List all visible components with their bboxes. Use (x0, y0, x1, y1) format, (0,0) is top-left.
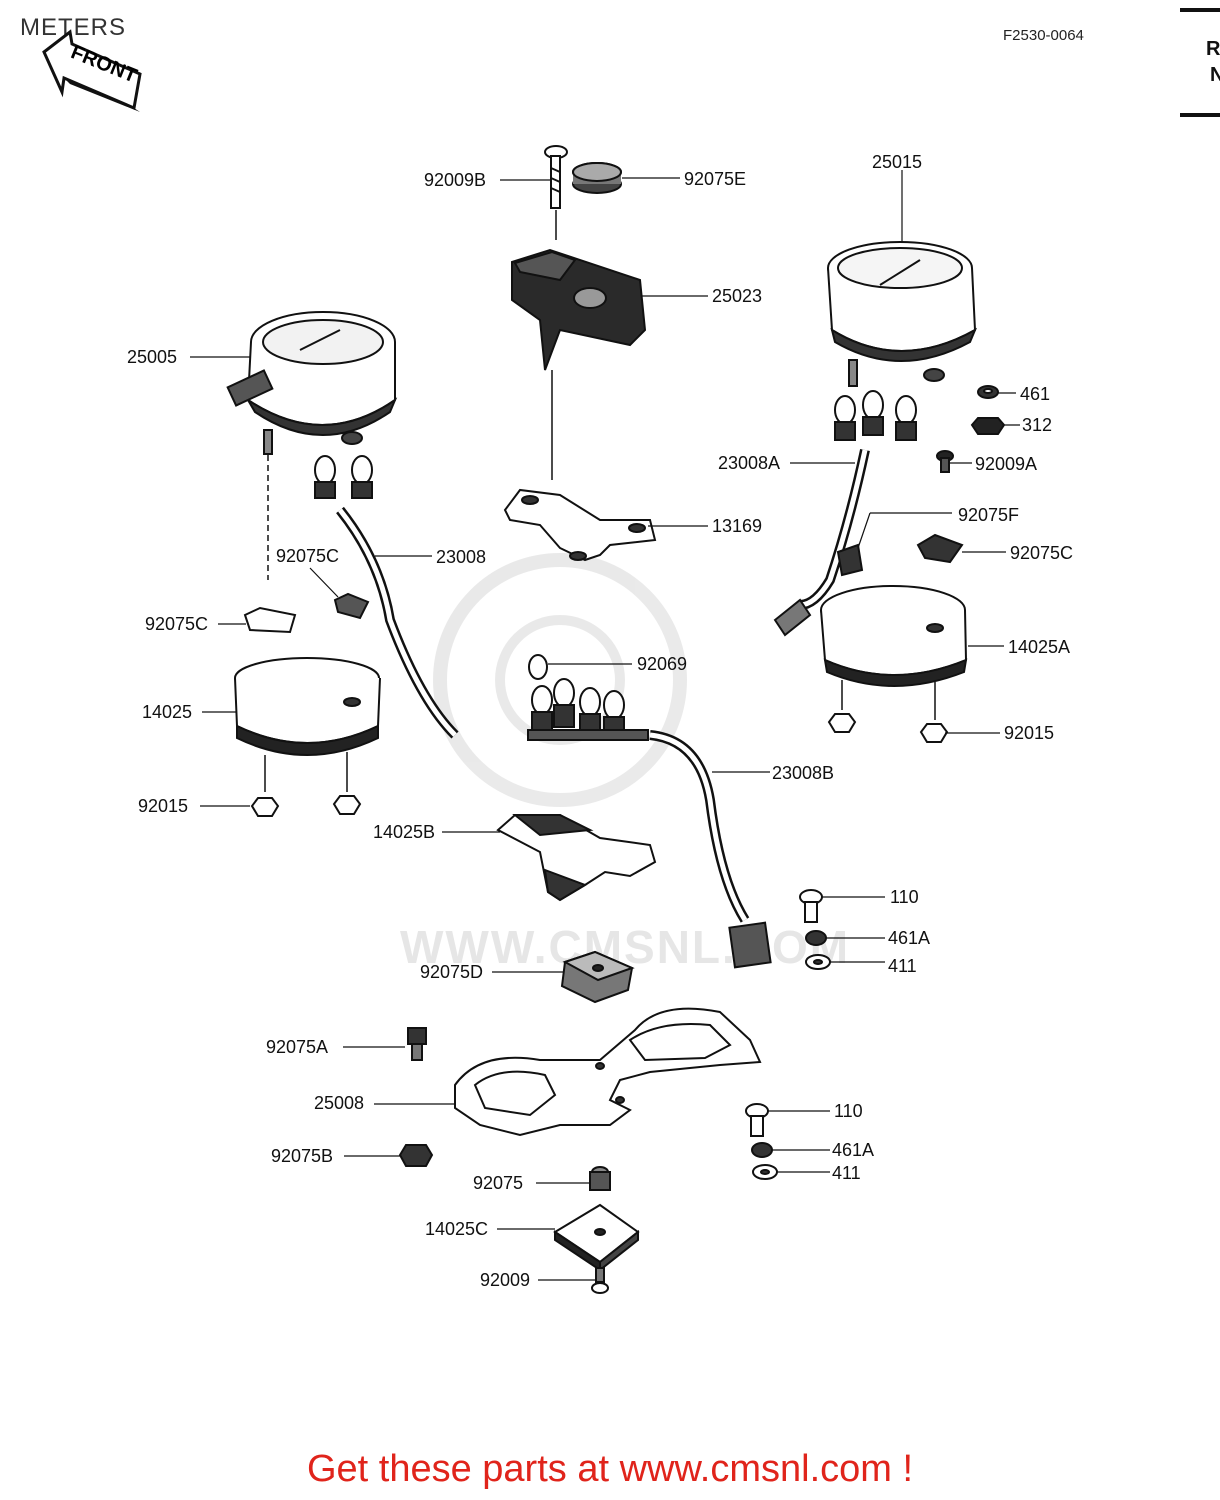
nut-312 (970, 417, 1006, 435)
part-label: 14025 (142, 702, 193, 722)
diagram-title: METERS (20, 14, 127, 41)
part-label: 14025A (1008, 637, 1071, 657)
part-label: 92015 (1004, 723, 1055, 743)
part-label: 13169 (712, 516, 763, 536)
part-label: 411 (888, 956, 917, 976)
figure-code: F2530-0064 (1003, 27, 1084, 44)
side-column-letter-r: R (1206, 38, 1220, 60)
side-column-rule-top (1180, 8, 1220, 12)
grommet-92075e (572, 162, 622, 194)
part-label: 23008 (436, 547, 487, 567)
part-label: 25015 (872, 152, 923, 172)
tachometer-25015 (827, 241, 978, 387)
cushion-92075c-left (243, 592, 370, 634)
meter-case-14025a (820, 585, 968, 687)
part-label: 14025B (373, 822, 436, 842)
part-label: 23008A (718, 453, 781, 473)
washer-461a-upper (805, 930, 827, 946)
plate-14025c (553, 1203, 640, 1273)
meter-bracket-25008 (454, 1007, 762, 1137)
grommet-92075b (398, 1144, 434, 1167)
part-label: 14025C (425, 1219, 489, 1239)
indicator-bulbs-92069 (527, 654, 649, 741)
part-label: 92075A (266, 1037, 329, 1057)
bolt-110-upper (799, 889, 823, 923)
cushion-92075d (560, 950, 635, 1004)
part-label: 312 (1022, 415, 1053, 435)
footer-link[interactable]: Get these parts at www.cmsnl.com ! (306, 1448, 914, 1490)
meter-case-14025 (234, 657, 381, 756)
part-label: 461A (888, 928, 931, 948)
side-column-letter-n: N (1210, 64, 1220, 86)
washer-411-lower (752, 1164, 778, 1180)
bracket-14025b (496, 814, 657, 902)
part-label: 92075 (473, 1173, 524, 1193)
part-label: 92009B (424, 170, 487, 190)
side-column-rule-bottom (1180, 113, 1220, 117)
washer-411-upper (805, 954, 831, 970)
cushion-92075f (836, 543, 864, 577)
cushion-92075c-right (916, 533, 964, 564)
part-label: 92009 (480, 1270, 531, 1290)
front-arrow-icon: FRONT (42, 29, 142, 112)
part-label: 25023 (712, 286, 763, 306)
part-label: 92015 (138, 796, 189, 816)
screw-92009b (544, 145, 568, 209)
wiring-harness-23008a (773, 390, 917, 637)
part-label: 92075C (276, 546, 340, 566)
part-label: 92075B (271, 1146, 334, 1166)
part-label: 92075C (1010, 543, 1074, 563)
bolt-110-lower (745, 1103, 769, 1137)
washer-461 (977, 385, 999, 399)
leader-lines (190, 170, 1020, 1281)
part-label: 92075F (958, 505, 1020, 525)
part-label: 25005 (127, 347, 178, 367)
part-label: 92075E (684, 169, 747, 189)
wiring-harness-23008 (314, 455, 459, 739)
part-label: 411 (832, 1163, 861, 1183)
part-label: 92009A (975, 454, 1038, 474)
grommet-92075a (407, 1027, 427, 1061)
part-label: 92075C (145, 614, 209, 634)
part-label: 110 (890, 887, 919, 907)
part-label: 92075D (420, 962, 484, 982)
part-label: 92069 (637, 654, 688, 674)
part-label: 110 (834, 1101, 863, 1121)
washer-461a-lower (751, 1142, 773, 1158)
grommet-92075 (589, 1166, 611, 1191)
nut-92015-right (827, 713, 949, 743)
speedometer-25005 (226, 311, 398, 455)
part-label: 23008B (772, 763, 835, 783)
part-label: 25008 (314, 1093, 365, 1113)
screw-92009 (591, 1267, 609, 1294)
nut-92015-left (250, 795, 362, 817)
screw-92009a (936, 450, 954, 473)
indicator-housing-25023 (511, 248, 647, 371)
wiring-harness-23008b (649, 730, 772, 969)
bracket-13169 (503, 488, 657, 562)
part-label: 461A (832, 1140, 875, 1160)
part-label: 461 (1020, 384, 1051, 404)
